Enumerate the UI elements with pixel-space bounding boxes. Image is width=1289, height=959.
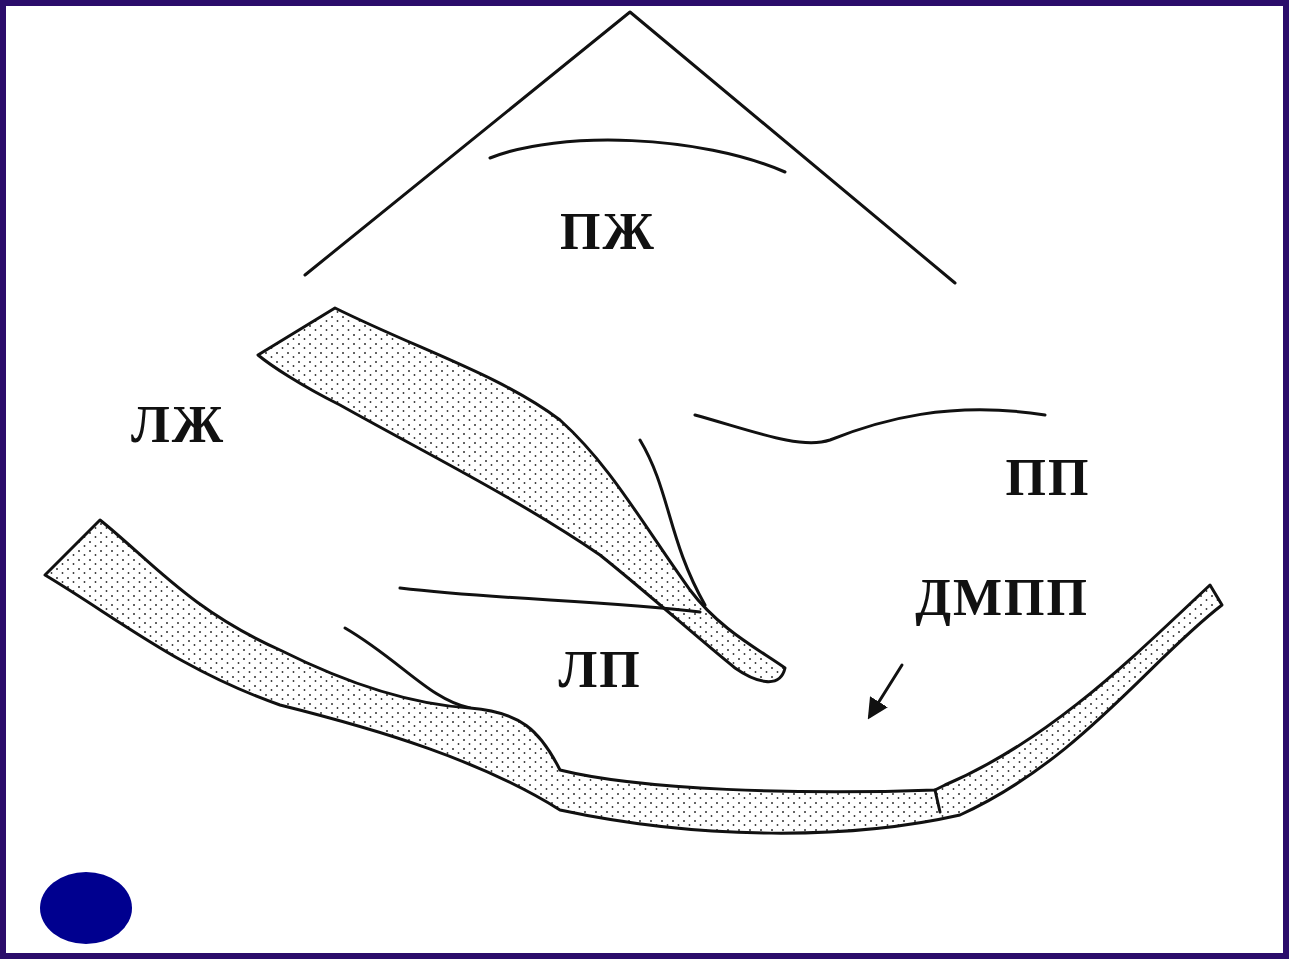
la-line bbox=[400, 588, 700, 612]
frame bbox=[3, 3, 1286, 956]
posterior-wall bbox=[45, 520, 1222, 833]
defect-arrow bbox=[870, 665, 902, 716]
septum bbox=[258, 308, 785, 682]
chamber-label: ПП bbox=[1006, 452, 1091, 504]
sector-edge bbox=[305, 12, 955, 283]
rv-wall bbox=[490, 140, 785, 172]
valve-leaflet bbox=[640, 440, 705, 605]
chamber-label: ЛЖ bbox=[131, 399, 225, 451]
defect-edge bbox=[935, 790, 940, 812]
blue-dot bbox=[40, 872, 132, 944]
chamber-label: ДМПП bbox=[915, 572, 1089, 624]
chamber-label: ЛП bbox=[558, 644, 641, 696]
chamber-label: ПЖ bbox=[560, 206, 656, 258]
ra-wall bbox=[695, 410, 1045, 443]
